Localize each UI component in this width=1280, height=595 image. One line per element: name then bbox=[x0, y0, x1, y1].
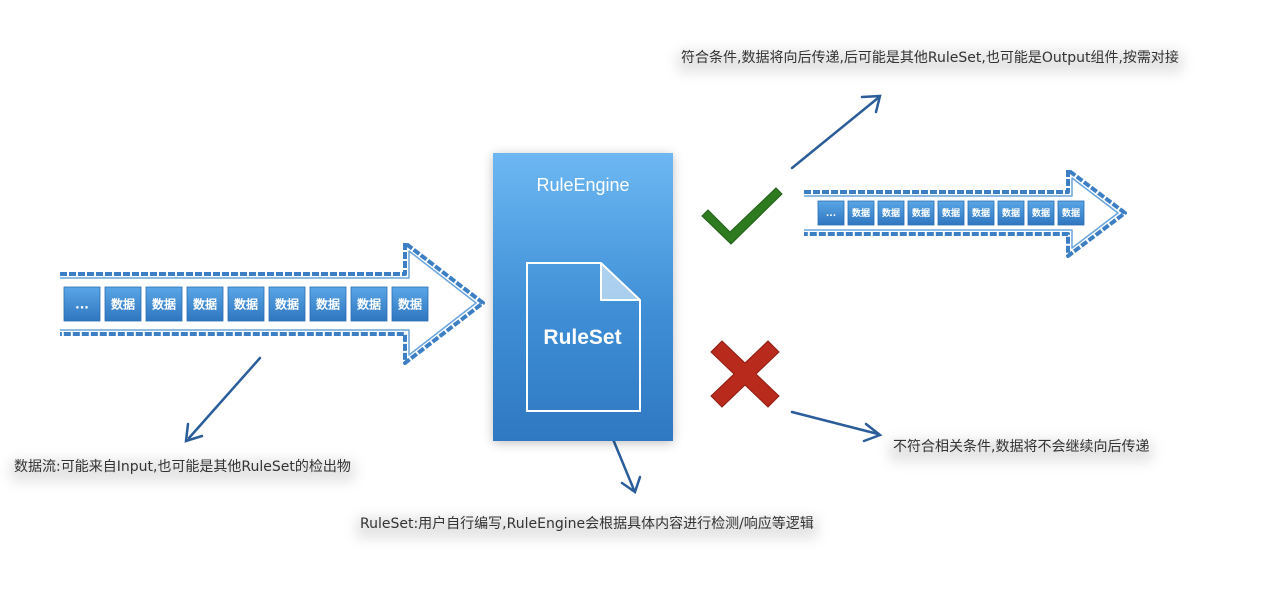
output-data-cell-label: 数据 bbox=[852, 207, 870, 219]
cross-icon bbox=[710, 340, 780, 408]
input-data-cell bbox=[186, 286, 224, 322]
fail-note: 不符合相关条件,数据将不会继续向后传递 bbox=[893, 436, 1149, 456]
input-data-cell bbox=[104, 286, 142, 322]
input-data-cell-label: 数据 bbox=[275, 296, 299, 311]
input-data-cell-label: 数据 bbox=[234, 296, 258, 311]
pass-note: 符合条件,数据将向后传递,后可能是其他RuleSet,也可能是Output组件,… bbox=[681, 47, 1179, 67]
input-data-cell-label: 数据 bbox=[111, 296, 135, 311]
input-stream-arrow bbox=[60, 241, 485, 365]
output-data-cell-label: 数据 bbox=[882, 207, 900, 219]
output-data-cell bbox=[967, 200, 995, 226]
pass-note-text: 符合条件,数据将向后传递,后可能是其他RuleSet,也可能是Output组件,… bbox=[681, 50, 1179, 66]
pointer-arrow-input-note bbox=[184, 356, 262, 443]
input-data-cell bbox=[309, 286, 347, 322]
rule-engine-title: RuleEngine bbox=[536, 175, 630, 195]
input-data-cell bbox=[145, 286, 183, 322]
output-stream-arrow bbox=[804, 168, 1127, 258]
output-data-cell bbox=[847, 200, 875, 226]
output-data-cell-label: 数据 bbox=[912, 207, 930, 219]
document-icon bbox=[526, 262, 641, 412]
ruleset-label: RuleSet bbox=[543, 326, 622, 349]
output-data-cells: ...数据数据数据数据数据数据数据数据 bbox=[817, 200, 1085, 226]
pointer-arrow-pass-note bbox=[790, 94, 882, 170]
output-data-cell bbox=[907, 200, 935, 226]
output-data-cell bbox=[817, 200, 845, 226]
ruleset-note: RuleSet:用户自行编写,RuleEngine会根据具体内容进行检测/响应等… bbox=[360, 513, 814, 533]
input-note: 数据流:可能来自Input,也可能是其他RuleSet的检出物 bbox=[14, 456, 351, 476]
output-data-cell bbox=[937, 200, 965, 226]
ruleset-note-text: RuleSet:用户自行编写,RuleEngine会根据具体内容进行检测/响应等… bbox=[360, 516, 814, 532]
input-data-cells: ... 数据 数据 数据 数据 数据 数据 数据 数据 bbox=[63, 286, 429, 322]
output-data-cell-label: 数据 bbox=[1062, 207, 1080, 219]
output-data-cell bbox=[877, 200, 905, 226]
input-data-cell-label: 数据 bbox=[152, 296, 176, 311]
output-data-cell-label: 数据 bbox=[1002, 207, 1020, 219]
input-data-cell bbox=[391, 286, 429, 322]
rule-engine-box: RuleEngine bbox=[493, 153, 673, 441]
input-data-cell bbox=[268, 286, 306, 322]
output-data-cell-label: 数据 bbox=[972, 207, 990, 219]
output-data-cell bbox=[1057, 200, 1085, 226]
output-data-cell bbox=[997, 200, 1025, 226]
output-data-cell bbox=[1027, 200, 1055, 226]
input-data-cell-label: 数据 bbox=[193, 296, 217, 311]
input-data-cell-label: 数据 bbox=[357, 296, 381, 311]
input-note-text: 数据流:可能来自Input,也可能是其他RuleSet的检出物 bbox=[14, 459, 351, 475]
input-data-cell bbox=[63, 286, 101, 322]
output-data-cell-label: 数据 bbox=[1032, 207, 1050, 219]
checkmark-icon bbox=[701, 187, 783, 245]
output-data-cell-label: 数据 bbox=[942, 207, 960, 219]
pointer-arrow-fail-note bbox=[790, 410, 883, 443]
input-data-cell-label: ... bbox=[75, 297, 89, 311]
input-data-cell-label: 数据 bbox=[398, 296, 422, 311]
output-data-cell-label: ... bbox=[826, 209, 836, 219]
input-data-cell-label: 数据 bbox=[316, 296, 340, 311]
input-data-cell bbox=[350, 286, 388, 322]
input-data-cell bbox=[227, 286, 265, 322]
fail-note-text: 不符合相关条件,数据将不会继续向后传递 bbox=[893, 439, 1150, 455]
